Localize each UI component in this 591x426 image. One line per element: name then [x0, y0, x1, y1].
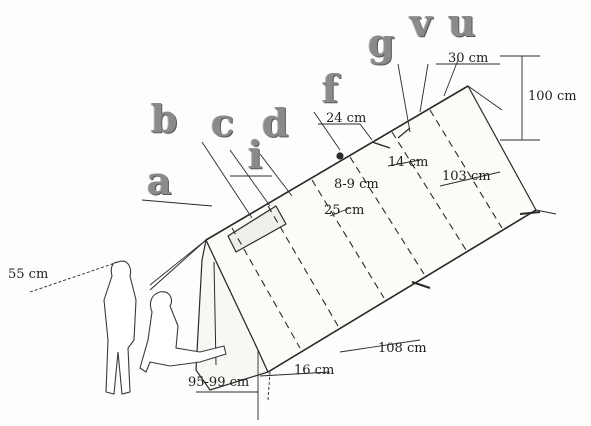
guy-line-rear: [535, 209, 557, 215]
dim-8-9cm: 8-9 cm: [334, 177, 379, 192]
part-label-u: u: [448, 0, 476, 45]
dimension-lines: [29, 55, 540, 420]
dim-14cm: 14 cm: [388, 155, 429, 170]
seam-lines: [231, 109, 503, 349]
door-flap: [227, 205, 287, 253]
part-label-b: b: [151, 96, 178, 141]
toggle-knot: [336, 152, 344, 160]
guy-line-front: [149, 239, 207, 291]
part-label-d: d: [262, 100, 289, 145]
dim-25cm: 25 cm: [324, 203, 365, 218]
dim-30cm: 30 cm: [448, 51, 489, 66]
part-label-g: g: [368, 20, 395, 65]
dim-100cm: 100 cm: [528, 89, 577, 104]
dim-108cm: 108 cm: [378, 341, 427, 356]
dim-95-99cm: 95-99 cm: [188, 375, 250, 390]
sitting-person: [139, 291, 227, 373]
part-label-c: c: [211, 100, 235, 145]
part-label-a: a: [147, 158, 172, 203]
ground-edge: [267, 209, 537, 373]
part-label-f: f: [322, 66, 339, 111]
dim-103cm: 103 cm: [442, 169, 491, 184]
figures: [103, 260, 227, 395]
part-label-v: v: [410, 0, 433, 45]
ground-stake-2: [519, 211, 541, 215]
standing-person: [103, 260, 137, 395]
dim-16cm: 16 cm: [294, 363, 335, 378]
part-label-i: i: [248, 132, 263, 177]
ground-stake: [411, 281, 431, 289]
dim-55cm: 55 cm: [8, 267, 49, 282]
dim-24cm: 24 cm: [326, 111, 367, 126]
